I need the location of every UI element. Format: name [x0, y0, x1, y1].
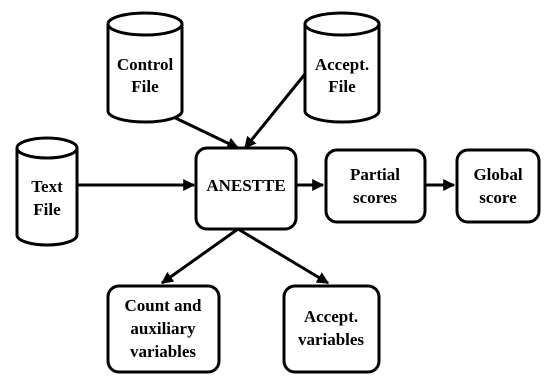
accept-variables-label-line2: variables [298, 330, 364, 349]
accept-variables-label-line1: Accept. [304, 307, 358, 326]
partial-scores-node: Partial scores [324, 148, 427, 224]
accept-file-node: Accept. File [303, 11, 381, 124]
accept-variables-node: Accept. variables [282, 284, 381, 374]
control-file-label-line1: Control [117, 55, 174, 74]
global-score-node: Global score [455, 148, 541, 224]
control-file-label-line2: File [131, 77, 159, 96]
accept-file-label-line1: Accept. [315, 55, 369, 74]
global-score-label-line2: score [479, 188, 517, 207]
partial-scores-label-line2: scores [353, 188, 397, 207]
count-aux-label-line1: Count and [124, 296, 202, 315]
anestte-node: ANESTTE [194, 146, 298, 231]
text-file-label-line1: Text [31, 177, 63, 196]
global-score-label-line1: Global [473, 165, 522, 184]
edge-anestte-to-count-aux [161, 227, 239, 285]
edge-anestte-to-accept-vars [237, 227, 330, 285]
count-aux-variables-node: Count and auxiliary variables [106, 284, 221, 374]
accept-file-label-line2: File [328, 77, 356, 96]
partial-scores-label-line1: Partial [350, 165, 400, 184]
control-file-node: Control File [106, 11, 184, 124]
text-file-label-line2: File [33, 200, 61, 219]
text-file-node: Text File [15, 136, 79, 247]
anestte-label: ANESTTE [206, 176, 285, 195]
count-aux-label-line3: variables [130, 342, 196, 361]
count-aux-label-line2: auxiliary [130, 319, 196, 338]
